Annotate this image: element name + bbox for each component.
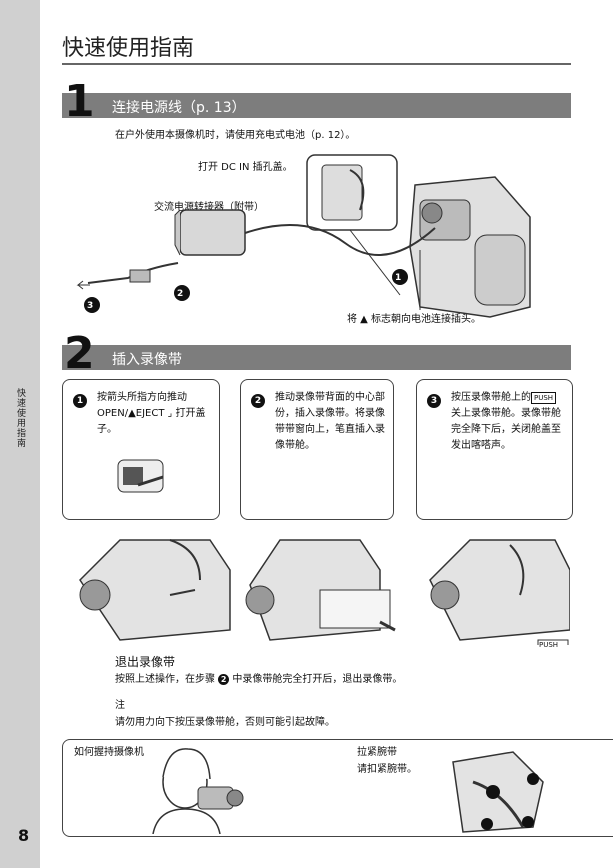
eject-title: 退出录像带 [115,655,176,669]
box3-number: 3 [427,393,441,408]
mark-label: 将 ▲ 标志朝向电池连接插头。 [347,314,482,325]
strap-text: 请扣紧腕带。 [357,764,417,775]
open-eject-switch-illustration [117,459,164,493]
push-badge: PUSH [531,392,557,404]
eject-step-ref: 2 [218,673,230,685]
step2-box1: 1 按箭头所指方向推动 OPEN/▲EJECT ⌟ 打开盖子。 [62,379,220,520]
sidebar [0,0,40,868]
box1-text: 按箭头所指方向推动 OPEN/▲EJECT ⌟ 打开盖子。 [97,392,206,435]
step2-number: 2 [64,328,95,379]
box2-text: 推动录像带背面的中心部份，插入录像带。将录像带带窗向上，笔直插入录像带舱。 [275,392,385,451]
hold-title: 如何握持摄像机 [74,747,144,758]
step1-intro: 在户外使用本摄像机时，请使用充电式电池（p. 12）。 [115,130,356,141]
eject-text-pre: 按照上述操作，在步骤 [115,674,215,685]
tips-box: 如何握持摄像机 拉紧腕带 请扣紧腕带。 [62,739,613,837]
box3-text-pre: 按压录像带舱上的 [451,392,531,403]
title-divider [62,63,571,65]
person-holding-camcorder-illustration [152,748,244,834]
note-text: 请勿用力向下按压录像带舱，否则可能引起故障。 [115,717,335,728]
page-title: 快速使用指南 [62,36,195,61]
callout-3: 3 [87,301,94,311]
power-connection-illustration [76,154,531,318]
note-label: 注 [115,700,125,711]
dc-in-label: 打开 DC IN 插孔盖。 [198,162,293,173]
grip-belt-illustration [452,751,544,833]
step1-number: 1 [64,76,95,127]
cassette-insertion-illustrations [79,539,570,645]
eject-text: 按照上述操作，在步骤 2 中录像带舱完全打开后，退出录像带。 [115,672,402,688]
step2-box2: 2 推动录像带背面的中心部份，插入录像带。将录像带带窗向上，笔直插入录像带舱。 [240,379,394,520]
step1-heading-bar: 连接电源线（p. 13） [62,93,571,118]
eject-text-post: 中录像带舱完全打开后，退出录像带。 [232,674,403,685]
box1-number: 1 [73,393,87,408]
step2-heading: 插入录像带 [112,352,182,368]
callout-1: 1 [395,273,402,283]
sidebar-label: 快速使用指南 [15,388,25,448]
step2-heading-bar: 插入录像带 [62,345,571,370]
strap-title: 拉紧腕带 [357,747,397,758]
box3-text-post: 关上录像带舱。录像带舱完全降下后，关闭舱盖至发出喀嗒声。 [451,408,561,451]
push-label-illustration: PUSH [539,641,559,649]
adapter-label: 交流电源转接器（附带） [154,202,264,213]
box2-number: 2 [251,393,265,408]
page-number: 8 [18,826,30,845]
step1-heading: 连接电源线（p. 13） [112,100,246,116]
callout-2: 2 [177,289,184,299]
